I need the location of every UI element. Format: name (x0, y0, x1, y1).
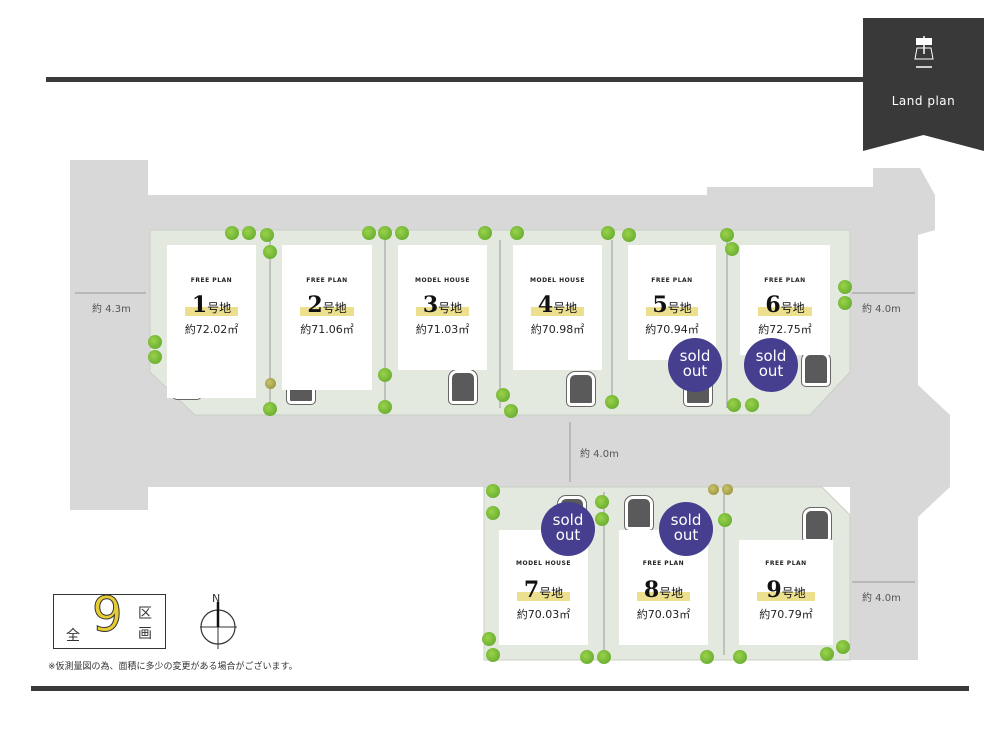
tree-icon (605, 395, 619, 409)
tree-icon (504, 404, 518, 418)
tree-icon (597, 650, 611, 664)
tree-icon (260, 228, 274, 242)
tree-icon (727, 398, 741, 412)
compass: N (196, 592, 246, 652)
top-rule (46, 77, 866, 82)
tree-icon (622, 228, 636, 242)
tree-icon (148, 335, 162, 349)
tree-icon (395, 226, 409, 240)
tree-icon (378, 226, 392, 240)
tree-icon (378, 368, 392, 382)
tree-icon (601, 226, 615, 240)
tree-icon (720, 228, 734, 242)
tree-icon (708, 484, 719, 495)
tree-icon (733, 650, 747, 664)
lot-count-box: 全 9 区 画 (53, 591, 166, 649)
tree-icon (265, 378, 276, 389)
tree-icon (486, 484, 500, 498)
tree-icon (486, 506, 500, 520)
lot-3[interactable]: MODEL HOUSE 3号地 約71.03㎡ (398, 245, 487, 370)
tree-icon (362, 226, 376, 240)
north-arrow-icon (200, 602, 237, 649)
tree-icon (486, 648, 500, 662)
tree-icon (496, 388, 510, 402)
road-width-east-top: 約 4.0m (860, 300, 903, 315)
tree-icon (838, 280, 852, 294)
disclaimer-note: ※仮測量図の為、面積に多少の変更がある場合がございます。 (48, 662, 298, 672)
car-icon (624, 495, 654, 531)
tree-icon (595, 495, 609, 509)
tree-icon (836, 640, 850, 654)
badge-label: Land plan (891, 94, 956, 108)
lot-2[interactable]: FREE PLAN 2号地 約71.06㎡ (282, 245, 372, 390)
tree-icon (820, 647, 834, 661)
tree-icon (378, 400, 392, 414)
tree-icon (510, 226, 524, 240)
lot-4[interactable]: MODEL HOUSE 4号地 約70.98㎡ (513, 245, 602, 370)
car-icon (566, 371, 596, 407)
tree-icon (700, 650, 714, 664)
lot-1[interactable]: FREE PLAN 1号地 約72.02㎡ (167, 245, 256, 398)
road-width-east-bottom: 約 4.0m (860, 589, 903, 604)
tree-icon (263, 402, 277, 416)
tree-icon (263, 245, 277, 259)
tree-icon (838, 296, 852, 310)
tree-icon (242, 226, 256, 240)
tree-icon (478, 226, 492, 240)
tree-icon (482, 632, 496, 646)
tree-icon (718, 513, 732, 527)
lot-9[interactable]: FREE PLAN 9号地 約70.79㎡ (739, 540, 833, 645)
tree-icon (225, 226, 239, 240)
tree-icon (595, 512, 609, 526)
tree-icon (725, 242, 739, 256)
tree-icon (722, 484, 733, 495)
car-icon (802, 507, 832, 543)
tree-icon (580, 650, 594, 664)
bottom-rule (31, 686, 969, 691)
car-icon (448, 369, 478, 405)
road-width-middle: 約 4.0m (578, 445, 621, 460)
tree-icon (745, 398, 759, 412)
land-sign-icon (914, 36, 934, 68)
road-width-west: 約 4.3m (90, 300, 133, 315)
tree-icon (148, 350, 162, 364)
land-plan-badge: Land plan (863, 18, 984, 151)
car-icon (801, 351, 831, 387)
